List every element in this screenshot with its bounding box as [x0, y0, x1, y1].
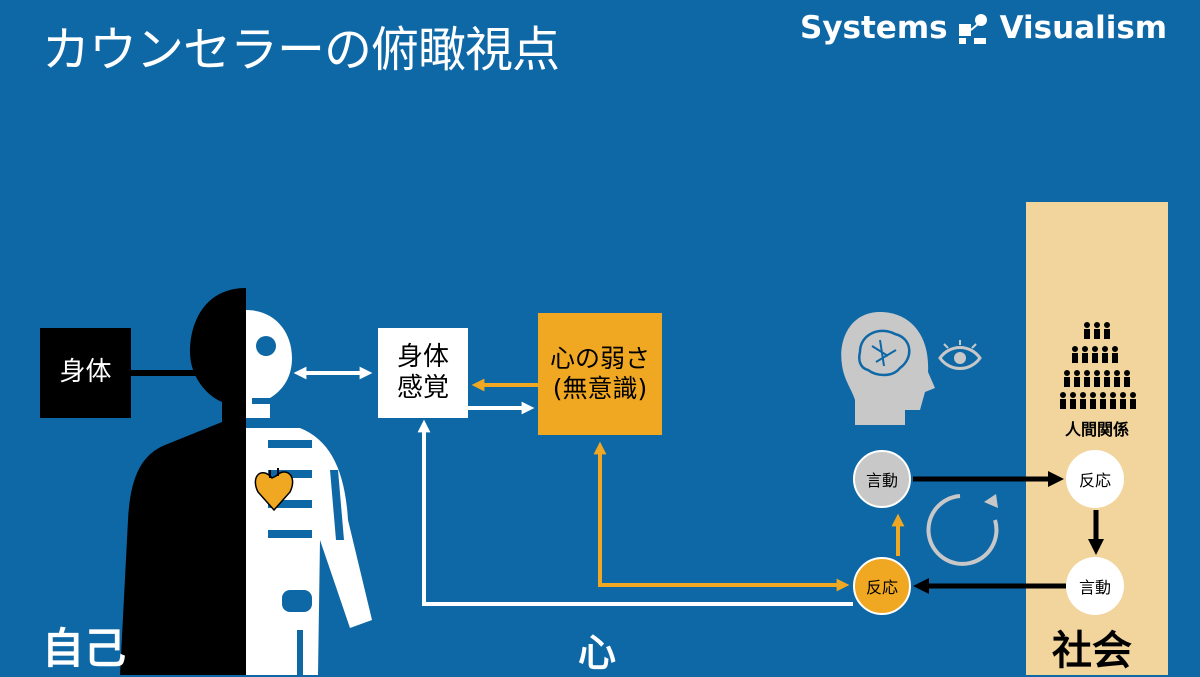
- arrow-weak-reaction: [593, 441, 850, 592]
- body-sense-line2: 感覚: [396, 373, 449, 403]
- people-pyramid-icon: [1060, 322, 1136, 409]
- self-speech-node: 言動: [853, 450, 911, 508]
- self-speech-label: 言動: [865, 471, 898, 490]
- brand-logo: Systems Visualism: [800, 10, 1167, 46]
- self-reaction-label: 反応: [865, 578, 898, 597]
- human-silhouette-skeleton-icon: [120, 288, 372, 675]
- body-sense-box: 身体 感覚: [378, 328, 468, 418]
- heart-icon: [254, 468, 294, 512]
- self-reaction-node: 反応: [853, 557, 911, 615]
- arrow-reaction-to-sense: [417, 419, 853, 606]
- relations-label: 人間関係: [1064, 420, 1129, 439]
- heart-label: 心: [578, 631, 617, 675]
- systems-logo-icon: [956, 10, 992, 46]
- mind-weakness-line2: (無意識): [552, 374, 648, 403]
- society-reaction-node: 反応: [1066, 450, 1124, 508]
- body-sense-line1: 身体: [396, 341, 449, 372]
- society-speech-label: 言動: [1078, 578, 1111, 597]
- logo-text-left: Systems: [800, 10, 948, 46]
- mind-weakness-line1: 心の弱さ: [549, 344, 650, 373]
- mind-weakness-box: 心の弱さ (無意識): [538, 313, 662, 435]
- page-title: カウンセラーの俯瞰視点: [42, 22, 560, 78]
- self-label: 自己: [42, 624, 127, 673]
- body-box: 身体: [40, 328, 131, 418]
- society-reaction-label: 反応: [1078, 471, 1111, 490]
- society-label: 社会: [1052, 628, 1132, 674]
- logo-text-right: Visualism: [999, 10, 1168, 46]
- cycle-arrow-icon: [926, 494, 999, 566]
- society-speech-node: 言動: [1066, 557, 1124, 615]
- head-brain-icon: [841, 312, 935, 425]
- body-box-label: 身体: [59, 357, 112, 388]
- eye-icon: [938, 340, 982, 370]
